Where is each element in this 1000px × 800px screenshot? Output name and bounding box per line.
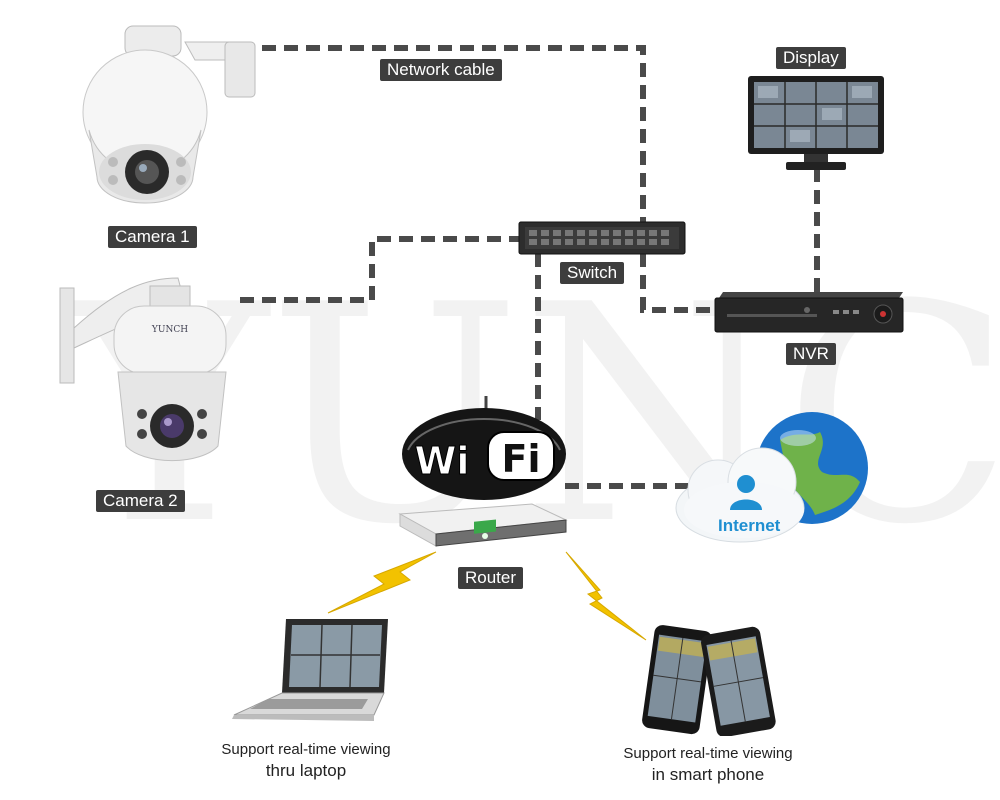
laptop-icon [232,619,388,721]
link-camera2-switch [240,236,521,303]
nvr-label: NVR [786,343,836,365]
link-camera1-switch [262,45,646,222]
cloud-globe-icon [675,412,868,543]
camera2-label: Camera 2 [96,490,185,512]
link-switch-nvr [640,253,716,313]
nvr-recorder-icon [714,292,904,333]
internet-label: Internet [718,516,781,535]
wifi-fi-text: Fi [502,437,541,481]
laptop-caption-line1: Support real-time viewing [221,741,391,758]
display-label: Display [776,47,846,69]
monitor-icon [748,76,884,170]
lightning-icon [327,551,437,614]
phone-caption-line2: in smart phone [651,765,765,784]
camera-brand-text: YUNCH [151,325,188,335]
network-cable-label: Network cable [380,59,502,81]
laptop-caption: Support real-time viewing thru laptop [196,740,416,782]
network-switch-icon [518,221,686,255]
switch-label: Switch [560,262,625,284]
phone-caption-line1: Support real-time viewing [623,745,793,762]
ptz-camera-icon: YUNCH [59,277,227,462]
camera1-label: Camera 1 [108,226,197,248]
ptz-camera-icon [82,25,256,204]
wifi-router-icon: Wi Fi [398,396,568,547]
smartphone-icon [642,625,776,736]
phone-caption: Support real-time viewing in smart phone [598,744,818,786]
router-label: Router [458,567,524,589]
laptop-caption-line2: thru laptop [265,761,347,780]
wifi-wi-text: Wi [415,439,470,483]
lightning-icon [565,551,647,641]
